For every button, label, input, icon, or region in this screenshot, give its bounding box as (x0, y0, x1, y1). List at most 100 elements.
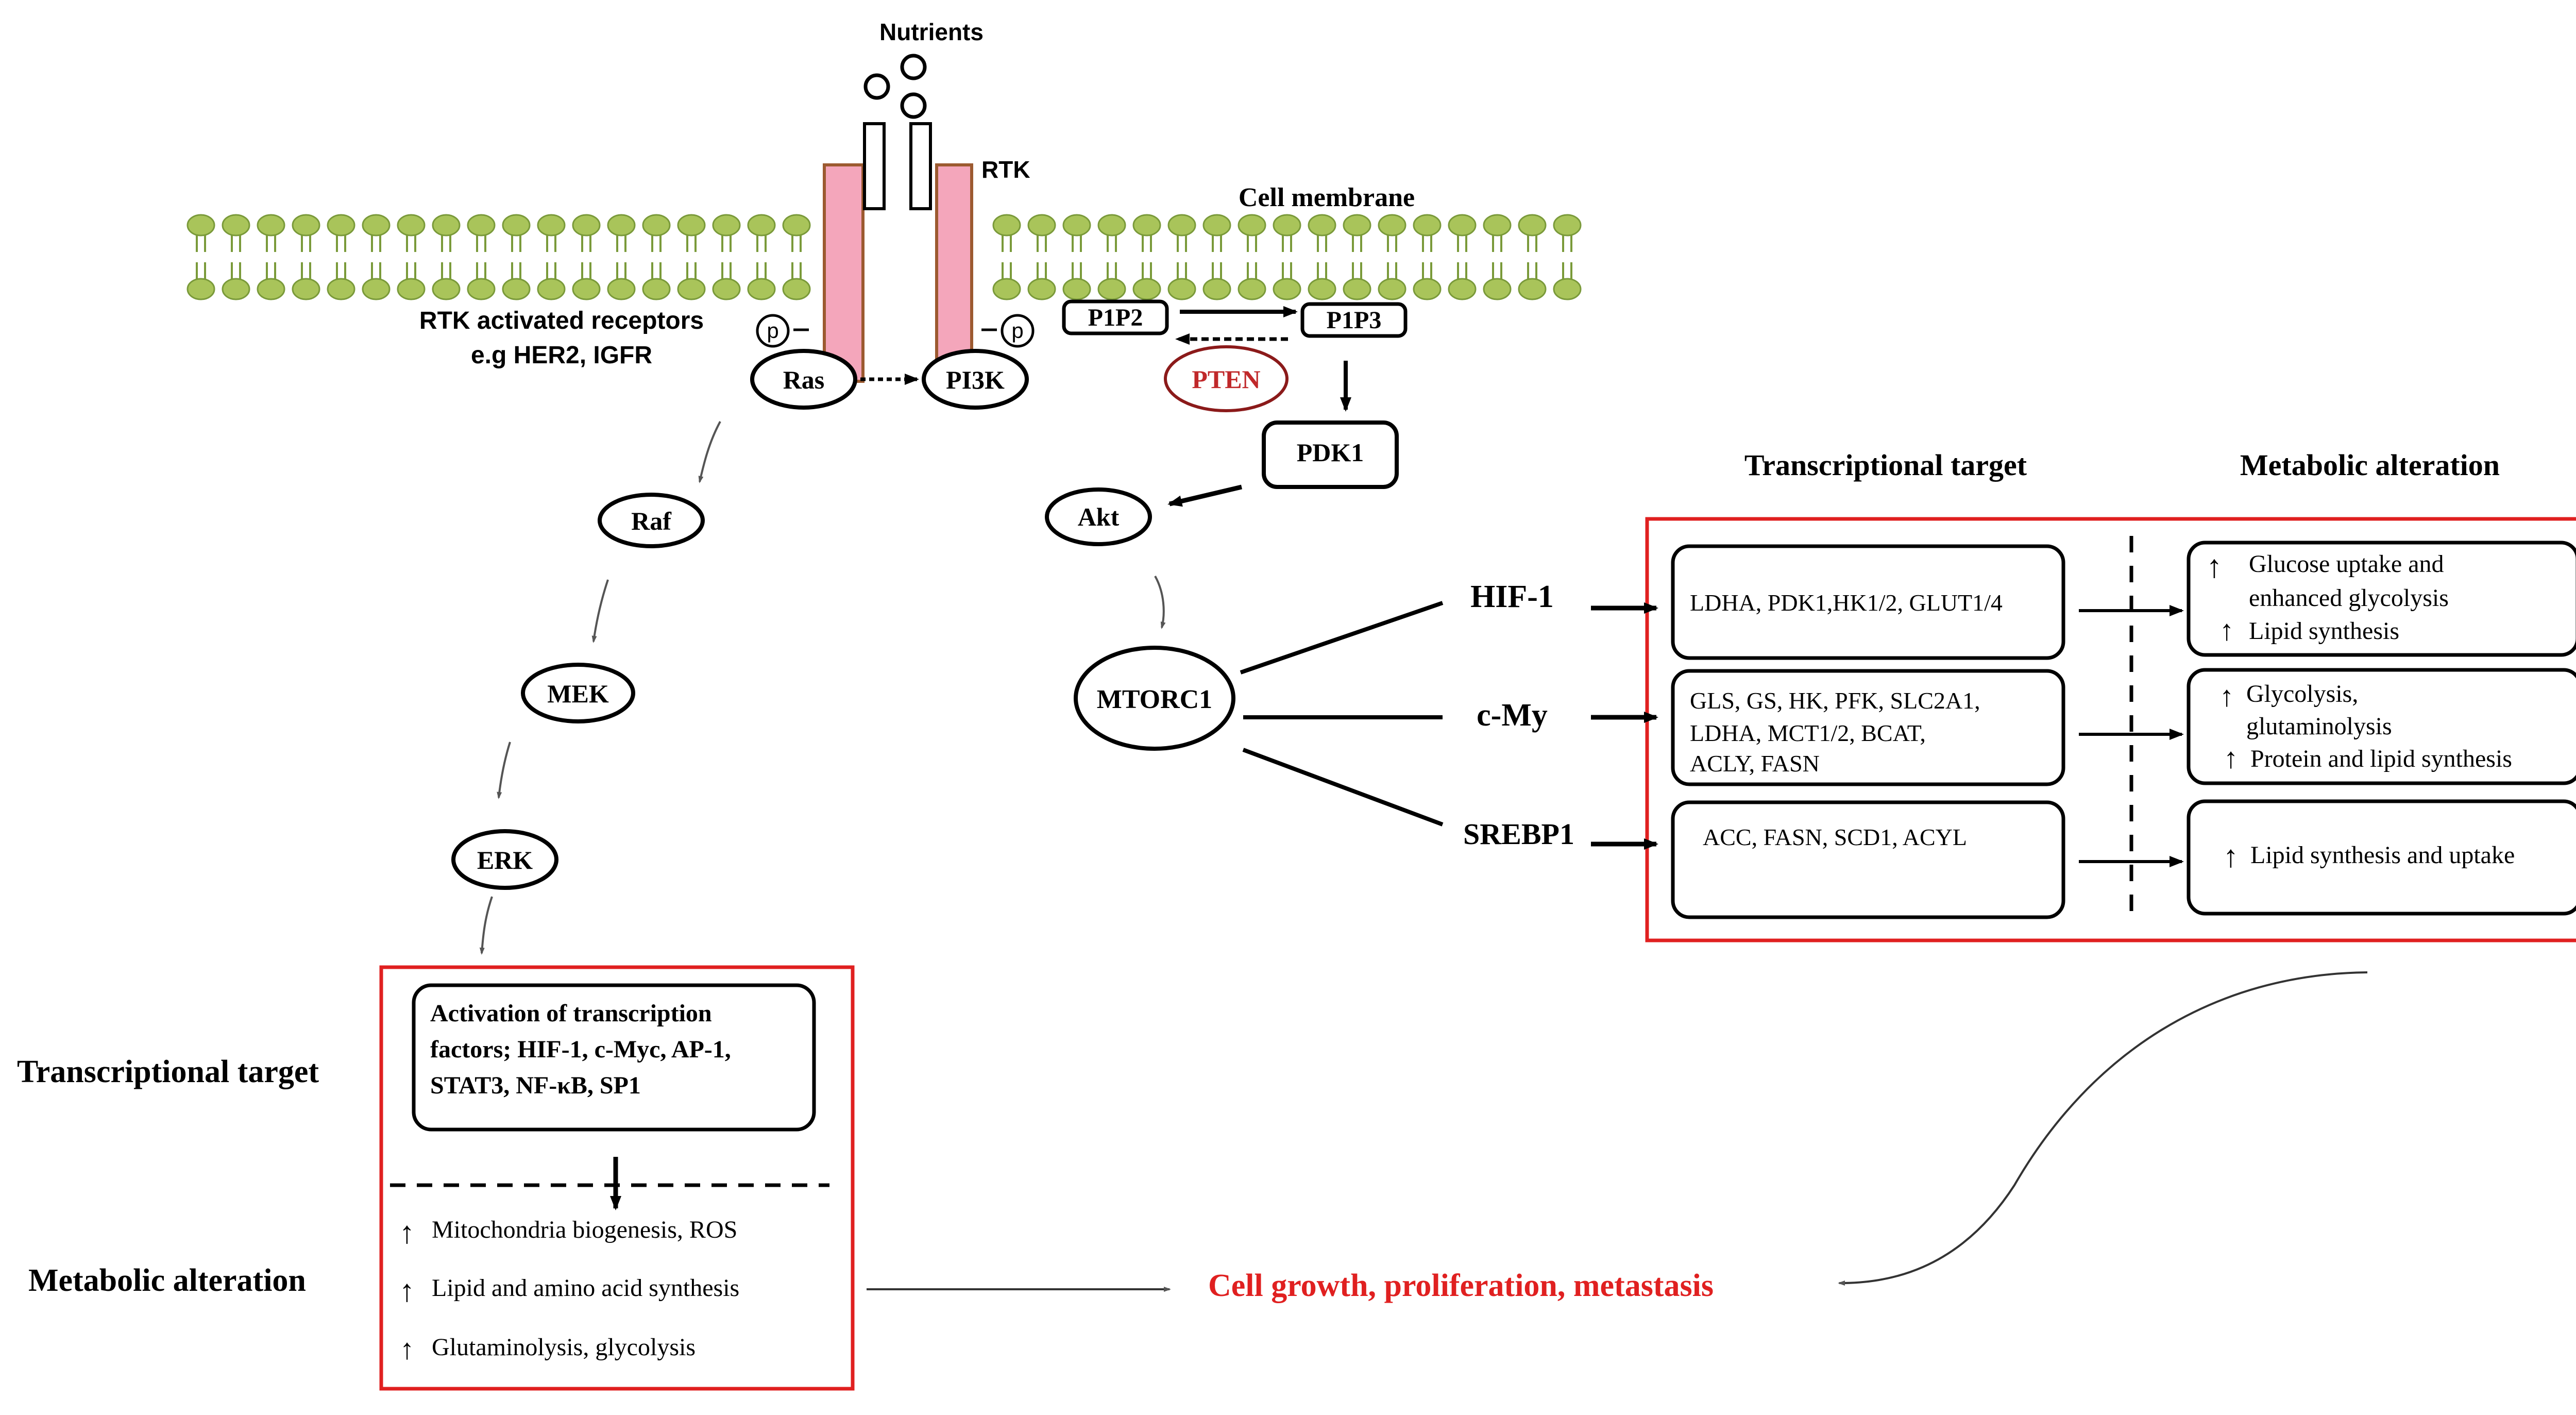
mtorc1-to-hif1-line (1240, 601, 1444, 675)
factor-srebp1: SREBP1 (1463, 817, 1574, 851)
phospholipid (1027, 214, 1056, 300)
phosphate-right: p (981, 314, 1035, 348)
phospholipid (1518, 214, 1547, 300)
nutrient-molecules (863, 54, 927, 119)
p1p2-label: P1P2 (1088, 304, 1143, 331)
phospholipid (1553, 214, 1582, 300)
node-erk: ERK (451, 829, 558, 890)
row-hif1: HIF-1 LDHA, PDK1,HK1/2, GLUT1/4 ↑ Glucos… (1470, 541, 2576, 660)
phospholipid (257, 214, 285, 300)
rtk-receptor (823, 122, 973, 383)
hif1-alteration-box (2187, 541, 2576, 657)
rtk-right-inner (909, 122, 932, 210)
cell-membrane (187, 214, 1582, 300)
erk-label: ERK (477, 846, 533, 874)
up-arrow-glutamin: ↑ (400, 1334, 414, 1366)
raf-ellipse (598, 493, 705, 548)
phospholipid (1202, 214, 1231, 300)
hif1-alteration-line2: enhanced glycolysis (2249, 584, 2449, 612)
phospholipid (1483, 214, 1512, 300)
phospholipid (537, 214, 566, 300)
up-arrow-glycolysis: ↑ (2219, 681, 2234, 713)
phospholipid (292, 214, 320, 300)
phospholipid (747, 214, 776, 300)
phospholipid (362, 214, 391, 300)
phospholipid (432, 214, 461, 300)
up-arrow-lipid: ↑ (2219, 615, 2234, 647)
phospholipid (1062, 214, 1091, 300)
hif1-alteration-line3: Lipid synthesis (2249, 617, 2399, 645)
phospholipid (782, 214, 811, 300)
phospholipid (992, 214, 1021, 300)
left-alteration-line3: Glutaminolysis, glycolysis (432, 1334, 696, 1361)
hif1-target-text: LDHA, PDK1,HK1/2, GLUT1/4 (1690, 589, 2003, 616)
left-side-label-alteration: Metabolic alteration (28, 1263, 306, 1298)
phospholipid (1273, 214, 1301, 300)
phospholipid (642, 214, 671, 300)
outcome-label: Cell growth, proliferation, metastasis (1208, 1268, 1714, 1303)
phospholipid (1343, 214, 1371, 300)
mek-ellipse (521, 663, 635, 723)
p1p3-box (1300, 302, 1408, 338)
phospholipid (1097, 214, 1126, 300)
p1p2-box (1062, 299, 1169, 335)
pi3k-ellipse (922, 349, 1029, 410)
mek-to-erk-arrow (497, 742, 511, 799)
up-arrow-protein: ↑ (2224, 743, 2238, 774)
node-p1p2: P1P2 (1062, 299, 1169, 335)
node-pdk1: PDK1 (1262, 420, 1399, 489)
left-alteration-line2: Lipid and amino acid synthesis (432, 1274, 739, 1302)
left-alteration-line1: Mitochondria biogenesis, ROS (432, 1216, 737, 1243)
node-pi3k: PI3K (922, 349, 1029, 410)
phospholipid (222, 214, 250, 300)
rtk-right-bar (935, 163, 973, 383)
phospholipid (712, 214, 741, 300)
tf-box-line3: STAT3, NF-κB, SP1 (430, 1072, 641, 1099)
node-raf: Raf (598, 493, 705, 548)
phospholipid (1413, 214, 1442, 300)
node-mek: MEK (521, 663, 635, 723)
mtorc1-ellipse (1074, 646, 1235, 751)
rtk-label: RTK (981, 156, 1030, 183)
node-p1p3: P1P3 (1300, 302, 1408, 338)
phospholipid (572, 214, 601, 300)
right-header-target: Transcriptional target (1744, 448, 2027, 482)
erk-to-panel-arrow (479, 896, 493, 955)
rtk-left-bar (823, 163, 865, 383)
phospholipid (1132, 214, 1161, 300)
pi3k-label: PI3K (946, 365, 1005, 394)
phospholipid (187, 214, 215, 300)
nutrient-circle (863, 73, 890, 100)
cell-membrane-label: Cell membrane (1239, 183, 1415, 212)
cmyc-target-line1: GLS, GS, HK, PFK, SLC2A1, (1690, 687, 1980, 714)
rtk-left-inner (863, 122, 886, 210)
cmyc-target-box (1671, 669, 2065, 786)
phosphate-right-label: p (1011, 318, 1023, 343)
node-mtorc1: MTORC1 (1074, 646, 1235, 751)
srebp1-target-box (1671, 800, 2065, 919)
tf-box (412, 983, 816, 1132)
akt-label: Akt (1078, 502, 1120, 531)
phospholipid (1167, 214, 1196, 300)
nutrient-circle (900, 92, 927, 119)
node-akt: Akt (1045, 487, 1152, 546)
cmyc-target-line2: LDHA, MCT1/2, BCAT, (1690, 720, 1926, 746)
right-to-outcome-arrow (1838, 971, 2368, 1286)
hif1-alteration-line1: Glucose uptake and (2249, 550, 2444, 578)
phosphate-left-label: p (767, 318, 778, 343)
right-header-alteration: Metabolic alteration (2240, 448, 2500, 482)
pdk1-label: PDK1 (1297, 438, 1364, 467)
phospholipid (1378, 214, 1406, 300)
srebp1-alteration-box (2187, 799, 2576, 916)
phospholipid (467, 214, 496, 300)
cmyc-alteration-line3: Protein and lipid synthesis (2250, 745, 2512, 772)
tf-box-line1: Activation of transcription (430, 1000, 712, 1027)
nutrients-label: Nutrients (879, 19, 984, 45)
rtk-receptors-examples: e.g HER2, IGFR (471, 342, 652, 369)
pten-label: PTEN (1192, 365, 1260, 394)
erk-ellipse (451, 829, 558, 890)
right-panel-frame (1645, 517, 2576, 942)
ras-label: Ras (783, 365, 825, 394)
srebp1-target-text: ACC, FASN, SCD1, ACYL (1703, 824, 1967, 850)
phospholipid (502, 214, 531, 300)
